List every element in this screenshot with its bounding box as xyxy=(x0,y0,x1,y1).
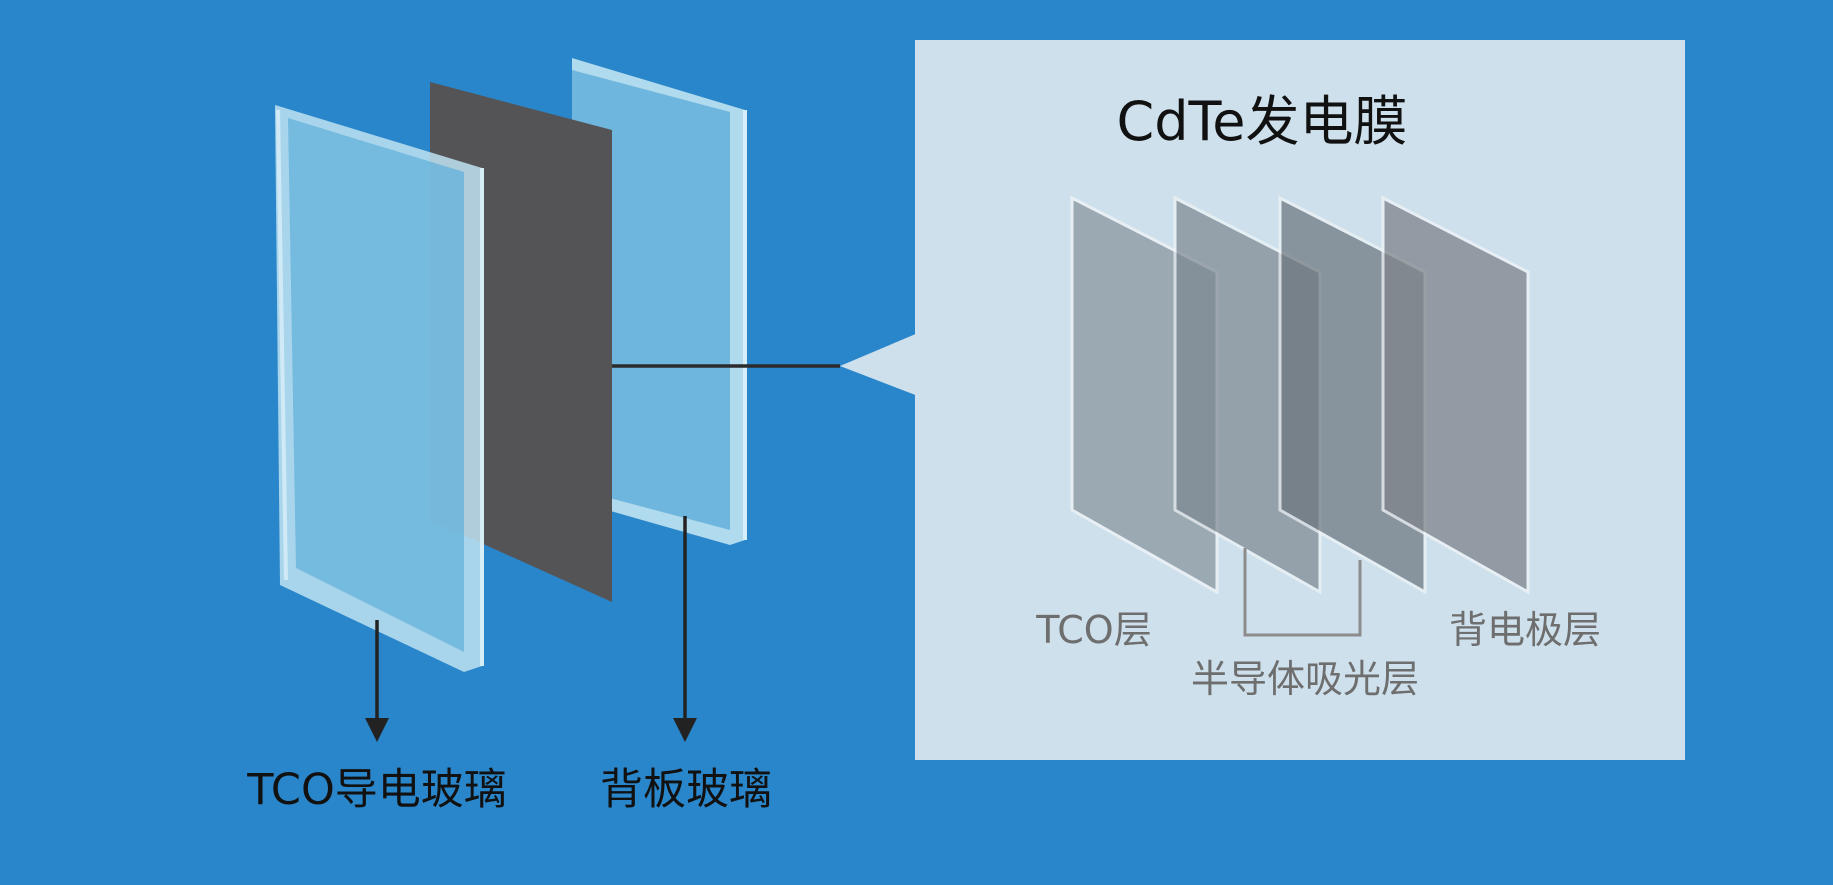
tco-glass-rim-left xyxy=(276,109,288,581)
exploded-module: TCO导电玻璃 背板玻璃 xyxy=(246,58,840,815)
semiconductor-layer-label: 半导体吸光层 xyxy=(1191,657,1419,701)
cdte-film-inset: CdTe发电膜 TCO层 半导体吸光层 背电极层 xyxy=(840,40,1685,760)
film-layer-stack xyxy=(1070,195,1530,595)
tco-glass-label: TCO导电玻璃 xyxy=(246,765,507,815)
back-electrode-layer-sheet xyxy=(1381,195,1530,595)
tco-layer-label: TCO层 xyxy=(1035,608,1151,652)
tco-glass-panel xyxy=(275,105,484,672)
callout-pointer xyxy=(840,333,918,396)
tco-glass-arrow xyxy=(365,620,389,742)
back-glass-label: 背板玻璃 xyxy=(600,765,772,815)
inset-title: CdTe发电膜 xyxy=(1116,90,1407,153)
back-electrode-layer-label: 背电极层 xyxy=(1449,608,1601,652)
semiconductor-bracket xyxy=(1243,548,1362,637)
tco-glass-face xyxy=(288,118,464,652)
back-glass-arrow xyxy=(673,516,697,742)
